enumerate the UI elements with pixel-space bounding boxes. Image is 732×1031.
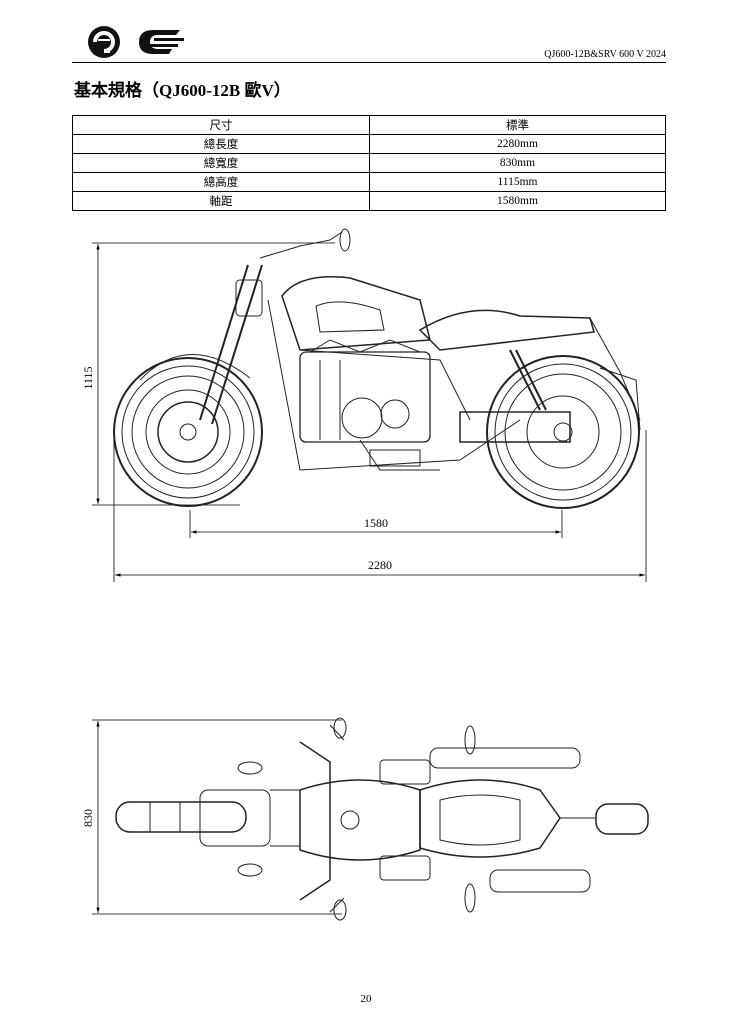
- height-dimension: [92, 242, 335, 506]
- width-dimension: [92, 719, 342, 915]
- side-view-drawing: 1115: [81, 228, 647, 582]
- length-dim-label: 2280: [368, 558, 392, 572]
- page-title: 基本規格（QJ600-12B 歐V）: [74, 81, 291, 100]
- row-value: 1580mm: [369, 191, 666, 211]
- width-dim-label: 830: [81, 809, 95, 827]
- motorcycle-top-illustration: [115, 717, 649, 921]
- table-row: 總高度 1115mm: [72, 172, 666, 192]
- document-id: QJ600-12B&SRV 600 V 2024: [544, 49, 666, 60]
- header-rule: [72, 62, 666, 63]
- height-dim-label: 1115: [81, 366, 95, 389]
- wheelbase-dim-label: 1580: [364, 516, 388, 530]
- wheelbase-dimension: [189, 510, 563, 538]
- length-dimension: [113, 430, 647, 582]
- table-row: 軸距 1580mm: [72, 191, 666, 211]
- table-row: 總寬度 830mm: [72, 153, 666, 173]
- page-header: QJ600-12B&SRV 600 V 2024: [72, 22, 666, 64]
- motorcycle-side-illustration: [113, 228, 641, 509]
- page-number: 20: [360, 993, 372, 1005]
- spec-table: 尺寸 標準 總長度 2280mm 總寬度 830mm 總高度 1115mm 軸距…: [72, 115, 666, 211]
- qjmotor-logo: [88, 26, 184, 62]
- row-label: 總長度: [72, 134, 370, 154]
